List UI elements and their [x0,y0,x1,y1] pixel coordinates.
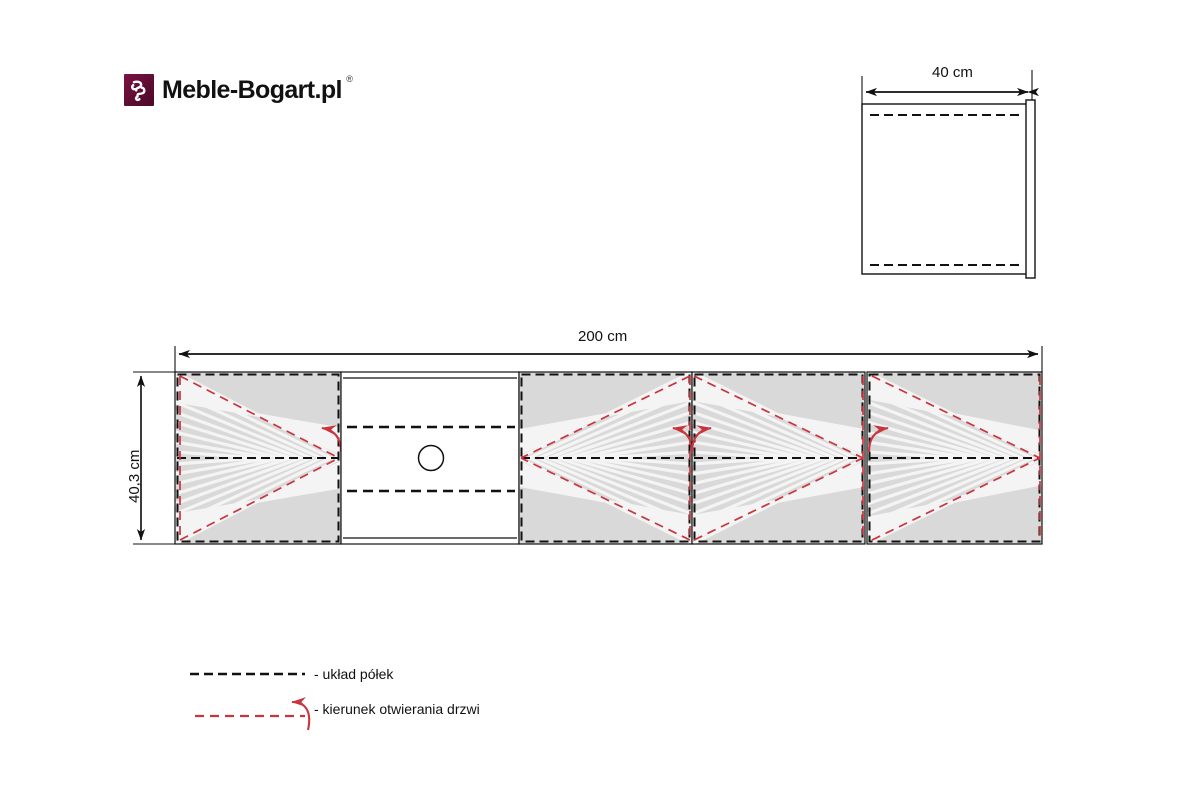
door-center-left-group [518,371,694,545]
registered-mark: ® [346,73,353,84]
door-left-group [174,371,343,545]
open-compartment-group [340,371,520,545]
legend-item-door-direction-label: - kierunek otwierania drzwi [314,701,480,717]
door-center-right-group [690,371,866,545]
brand-logo: Meble-Bogart.pl ® [124,74,353,106]
height-dimension-label: 40,3 cm [126,449,143,503]
brand-name: Meble-Bogart.pl [162,75,343,104]
side-view-group [861,70,1039,279]
width-dimension [174,346,1043,372]
door-right-group [866,371,1043,545]
bogart-monogram-icon [124,74,154,106]
width-dimension-label: 200 cm [578,328,628,345]
depth-dimension-label: 40 cm [932,64,973,81]
legend-symbols [190,672,311,731]
legend-item-shelves-label: - układ półek [314,666,394,682]
height-dimension [133,371,178,545]
